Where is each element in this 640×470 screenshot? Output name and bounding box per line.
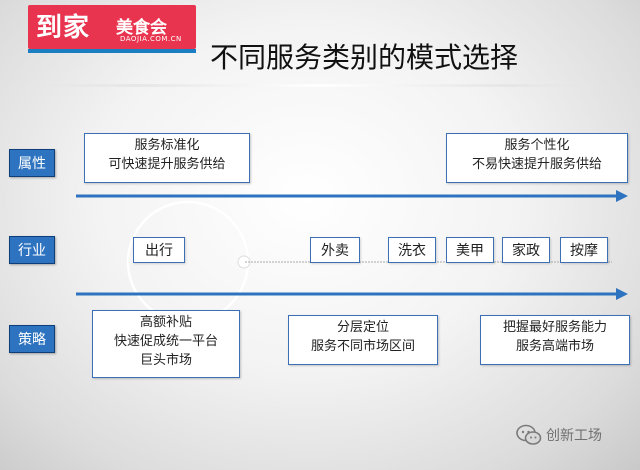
row-label-strategy: 策略	[9, 325, 55, 353]
strategy-premium-line1: 把握最好服务能力	[502, 320, 607, 335]
brand-logo-main: 到家	[36, 13, 91, 43]
attribute-standardized-line2: 可快速提升服务供给	[108, 157, 226, 172]
brand-logo-sub: 美食会	[116, 18, 167, 38]
page-title: 不同服务类别的模式选择	[210, 41, 519, 74]
strategy-tiered-line2: 服务不同市场区间	[310, 339, 415, 354]
attribute-standardized: 服务标准化 可快速提升服务供给	[84, 133, 250, 183]
arrow-attribute	[76, 190, 628, 202]
row-label-industry: 行业	[9, 236, 55, 264]
brand-logo-url: DAOJIA.COM.CN	[120, 35, 182, 43]
strategy-premium: 把握最好服务能力 服务高端市场	[480, 315, 630, 365]
title-divider	[10, 84, 630, 87]
industry-chip-nails: 美甲	[446, 237, 494, 263]
strategy-subsidy-line3: 巨头市场	[139, 353, 192, 368]
arrow-strategy	[76, 288, 628, 300]
industry-chip-massage: 按摩	[560, 237, 608, 263]
brand-logo-underline	[28, 49, 196, 53]
industry-chip-laundry: 洗衣	[388, 237, 436, 263]
strategy-subsidy-line1: 高额补贴	[139, 315, 192, 330]
attribute-standardized-line1: 服务标准化	[134, 138, 200, 153]
strategy-premium-line2: 服务高端市场	[515, 339, 594, 354]
watermark-text: 创新工场	[546, 428, 602, 444]
strategy-subsidy: 高额补贴 快速促成统一平台 巨头市场	[92, 310, 240, 378]
industry-chip-ride: 出行	[133, 237, 185, 263]
wechat-icon	[516, 424, 542, 445]
strategy-tiered: 分层定位 服务不同市场区间	[288, 315, 438, 365]
attribute-personalized-line2: 不易快速提升服务供给	[471, 157, 602, 172]
attribute-personalized-line1: 服务个性化	[504, 138, 570, 153]
brand-logo: 到家 美食会 DAOJIA.COM.CN	[28, 5, 196, 53]
attribute-personalized: 服务个性化 不易快速提升服务供给	[446, 133, 628, 183]
industry-chip-housekeeping: 家政	[502, 237, 550, 263]
industry-chip-delivery: 外卖	[310, 237, 360, 263]
strategy-tiered-line1: 分层定位	[336, 320, 389, 335]
strategy-subsidy-line2: 快速促成统一平台	[113, 334, 218, 349]
row-label-attribute: 属性	[9, 149, 55, 177]
wechat-watermark: 创新工场	[516, 424, 602, 446]
